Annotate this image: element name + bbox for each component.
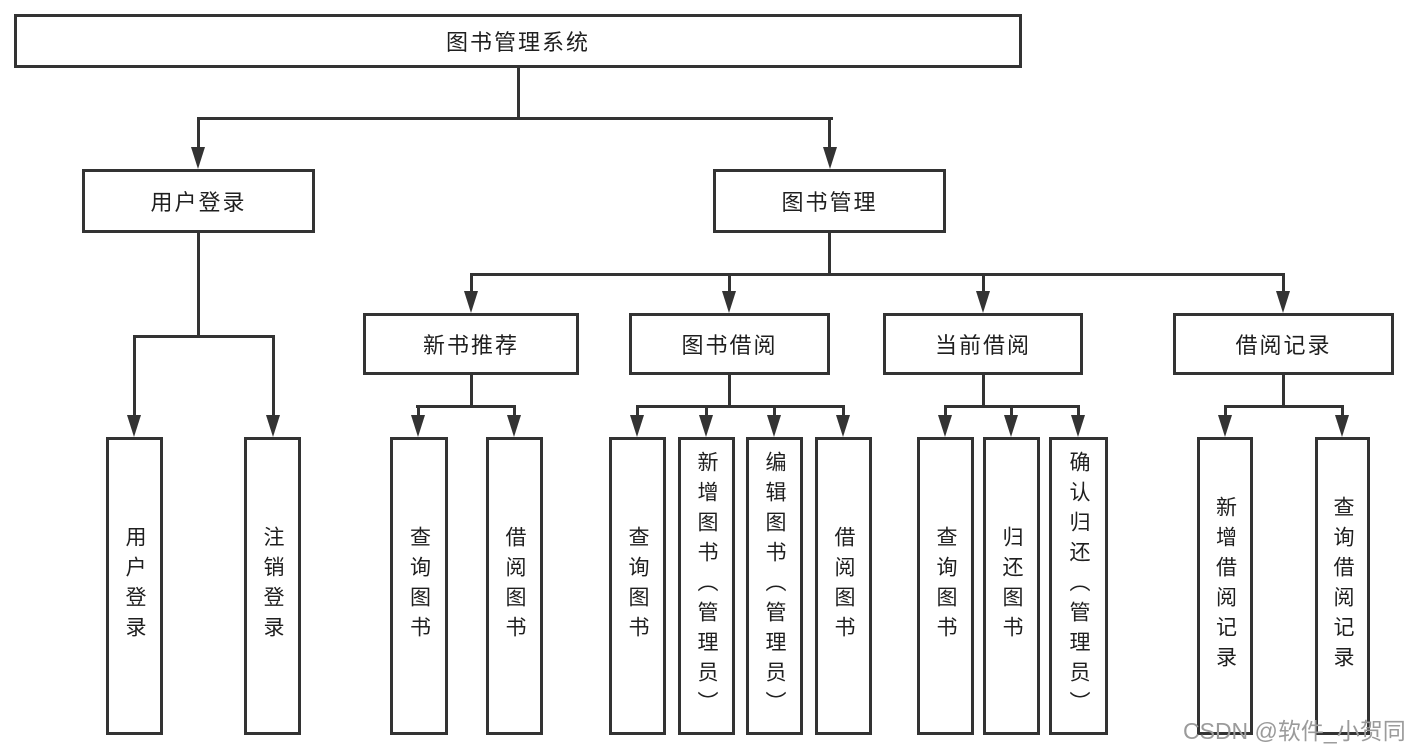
arrow-down-icon: [722, 291, 736, 313]
leaf-label: 借阅图书: [832, 526, 855, 646]
connector-line: [133, 335, 136, 417]
node-current-borrowing: 当前借阅: [883, 313, 1083, 375]
node-label: 图书管理: [781, 190, 878, 215]
connector-line: [197, 117, 200, 149]
connector-line: [470, 273, 1284, 276]
connector-line: [1282, 375, 1285, 405]
node-label: 新书推荐: [422, 333, 519, 358]
node-label: 用户登录: [150, 190, 247, 215]
arrow-down-icon: [411, 415, 425, 437]
arrow-down-icon: [836, 415, 850, 437]
leaf-borrow-books-recommend: 借阅图书: [486, 437, 543, 735]
arrow-down-icon: [266, 415, 280, 437]
arrow-down-icon: [767, 415, 781, 437]
leaf-add-book-admin: 新增图书（管理员）: [678, 437, 735, 735]
connector-line: [944, 405, 947, 417]
leaf-label: 新增借阅记录: [1213, 496, 1237, 676]
connector-line: [1224, 405, 1227, 417]
arrow-down-icon: [127, 415, 141, 437]
leaf-label: 注销登录: [261, 526, 284, 646]
connector-line: [133, 335, 275, 338]
connector-line: [842, 405, 845, 417]
node-new-book-recommend: 新书推荐: [363, 313, 579, 375]
leaf-logout: 注销登录: [244, 437, 301, 735]
node-library-management-system: 图书管理系统: [14, 14, 1022, 68]
connector-line: [513, 405, 516, 417]
leaf-confirm-return-admin: 确认归还（管理员）: [1049, 437, 1108, 735]
connector-line: [728, 375, 731, 405]
leaf-label: 新增图书（管理员）: [695, 451, 718, 721]
connector-line: [1077, 405, 1080, 417]
connector-line: [828, 117, 831, 149]
connector-line: [773, 405, 776, 417]
leaf-label: 确认归还（管理员）: [1067, 451, 1090, 721]
leaf-user-login: 用户登录: [106, 437, 163, 735]
node-book-management: 图书管理: [713, 169, 946, 233]
connector-line: [470, 273, 473, 293]
leaf-label: 用户登录: [123, 526, 146, 646]
leaf-query-books-recommend: 查询图书: [390, 437, 448, 735]
node-user-login: 用户登录: [82, 169, 315, 233]
csdn-watermark: CSDN @软件_小贺同学: [1183, 718, 1405, 744]
node-label: 图书借阅: [681, 333, 778, 358]
arrow-down-icon: [1335, 415, 1349, 437]
arrow-down-icon: [699, 415, 713, 437]
arrow-down-icon: [464, 291, 478, 313]
connector-line: [470, 375, 473, 405]
connector-line: [636, 405, 845, 408]
leaf-query-books-borrowing: 查询图书: [609, 437, 666, 735]
leaf-return-book: 归还图书: [983, 437, 1040, 735]
leaf-add-borrow-record: 新增借阅记录: [1197, 437, 1253, 735]
connector-line: [1224, 405, 1344, 408]
arrow-down-icon: [191, 147, 205, 169]
arrow-down-icon: [1276, 291, 1290, 313]
leaf-query-books-current: 查询图书: [917, 437, 974, 735]
arrow-down-icon: [1071, 415, 1085, 437]
connector-line: [982, 375, 985, 405]
node-label: 图书管理系统: [445, 30, 590, 55]
arrow-down-icon: [1218, 415, 1232, 437]
arrow-down-icon: [938, 415, 952, 437]
leaf-label: 编辑图书（管理员）: [763, 451, 786, 721]
arrow-down-icon: [976, 291, 990, 313]
leaf-label: 查询借阅记录: [1331, 496, 1354, 676]
connector-line: [1010, 405, 1013, 417]
leaf-edit-book-admin: 编辑图书（管理员）: [746, 437, 803, 735]
leaf-label: 借阅图书: [503, 526, 526, 646]
arrow-down-icon: [823, 147, 837, 169]
arrow-down-icon: [630, 415, 644, 437]
connector-line: [828, 233, 831, 273]
connector-line: [197, 117, 833, 120]
leaf-borrow-books-borrowing: 借阅图书: [815, 437, 872, 735]
node-label: 借阅记录: [1235, 333, 1332, 358]
connector-line: [1282, 273, 1285, 293]
connector-line: [1341, 405, 1344, 417]
leaf-label: 查询图书: [626, 526, 649, 646]
arrow-down-icon: [507, 415, 521, 437]
leaf-label: 查询图书: [407, 526, 431, 646]
connector-line: [636, 405, 639, 417]
connector-line: [728, 273, 731, 293]
connector-line: [982, 273, 985, 293]
connector-line: [272, 335, 275, 417]
node-book-borrowing: 图书借阅: [629, 313, 830, 375]
leaf-query-borrow-record: 查询借阅记录: [1315, 437, 1370, 735]
leaf-label: 查询图书: [934, 526, 957, 646]
connector-line: [417, 405, 420, 417]
node-borrowing-records: 借阅记录: [1173, 313, 1394, 375]
leaf-label: 归还图书: [1000, 526, 1023, 646]
connector-line: [517, 68, 520, 117]
node-label: 当前借阅: [934, 333, 1031, 358]
connector-line: [197, 233, 200, 335]
connector-line: [705, 405, 708, 417]
connector-line: [416, 405, 516, 408]
arrow-down-icon: [1004, 415, 1018, 437]
